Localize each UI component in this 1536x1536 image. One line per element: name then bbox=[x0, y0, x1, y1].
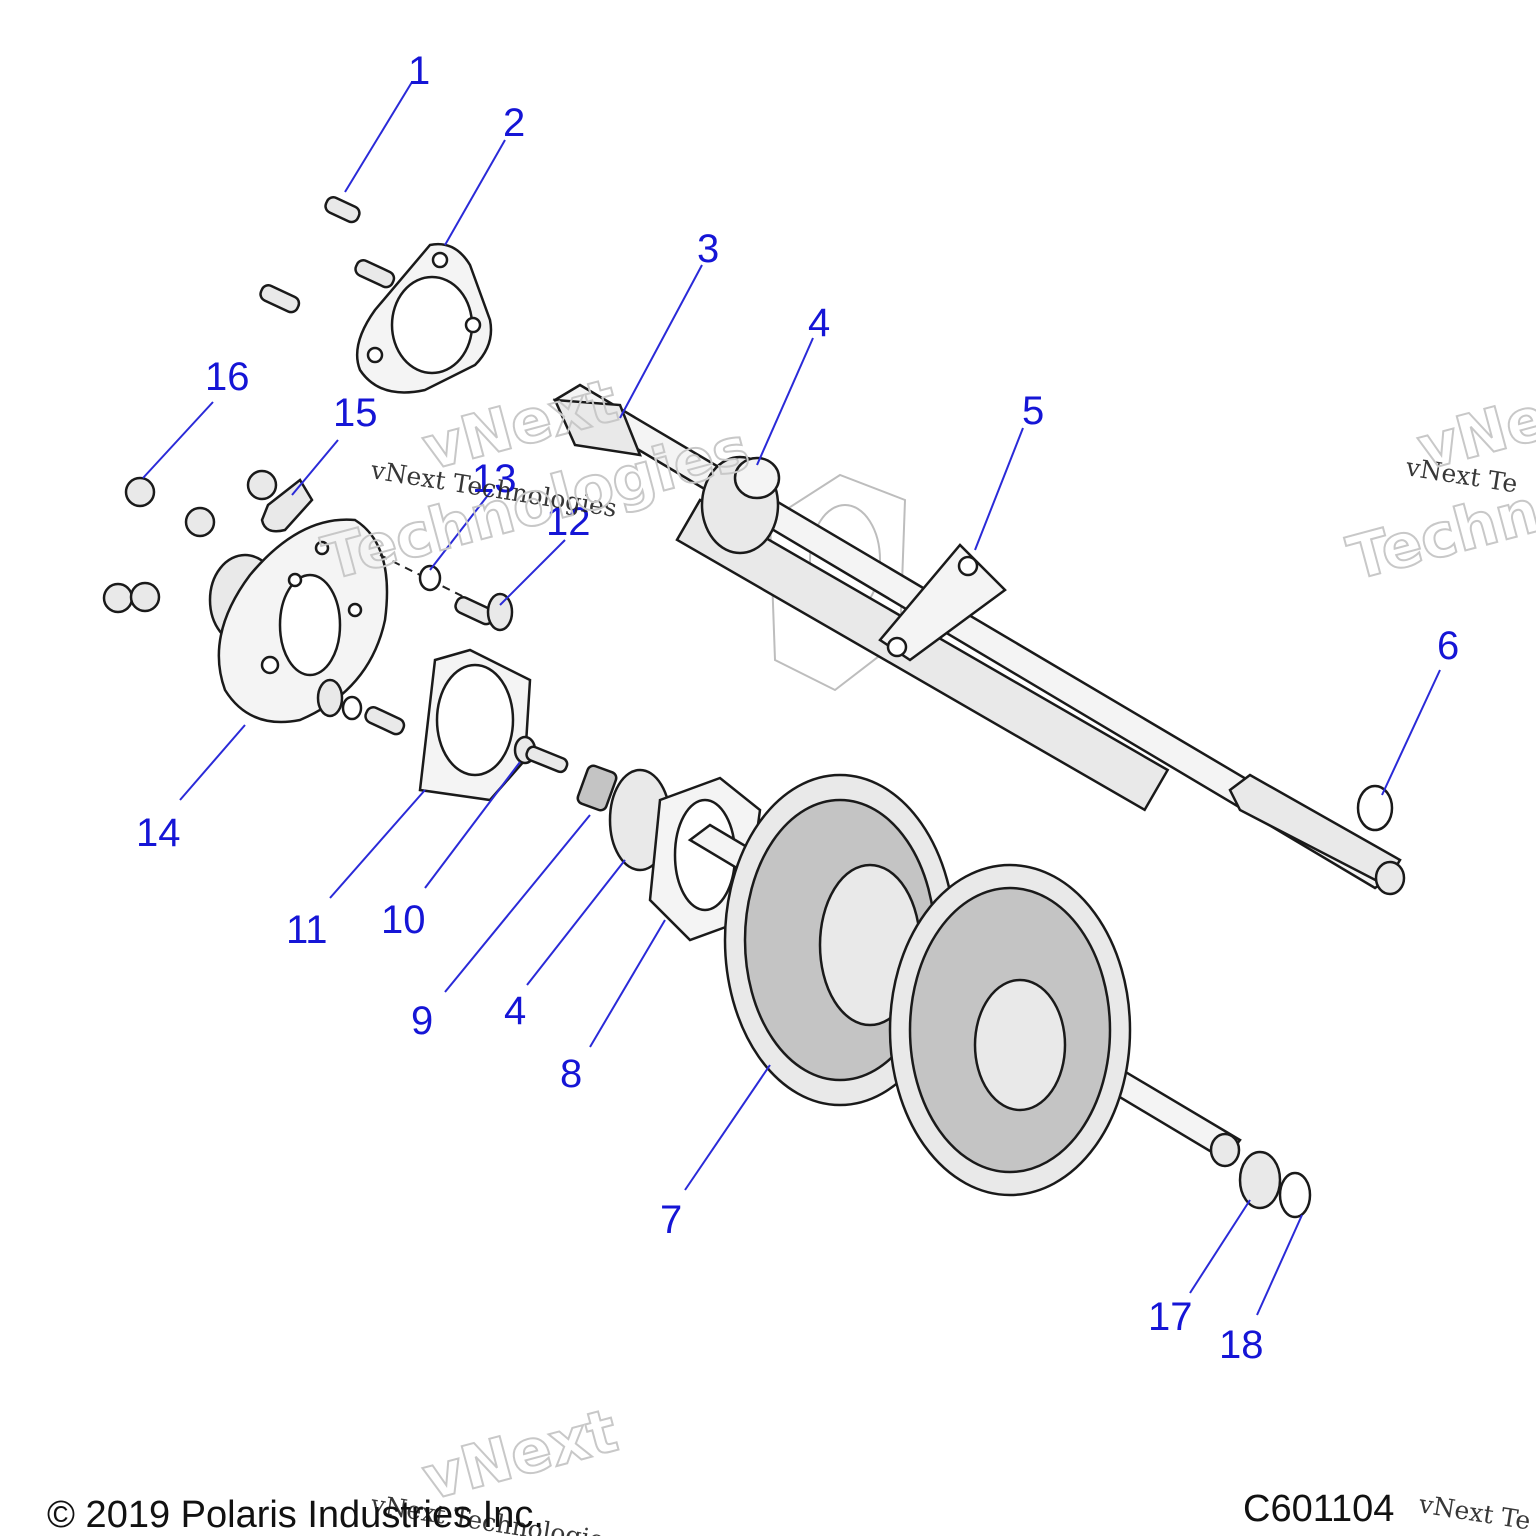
callout-17: 17 bbox=[1148, 1295, 1193, 1339]
callout-labels: 1 2 3 4 5 6 7 8 9 10 11 12 13 14 15 16 1… bbox=[136, 49, 1459, 1367]
callout-18: 18 bbox=[1219, 1323, 1264, 1367]
drive-sprocket-assembly-7 bbox=[687, 773, 1242, 1197]
bolt-12-washer-13 bbox=[379, 554, 514, 632]
callout-11: 11 bbox=[286, 908, 328, 952]
callout-7: 7 bbox=[660, 1198, 682, 1242]
callout-6: 6 bbox=[1437, 624, 1459, 668]
callout-1: 1 bbox=[408, 49, 430, 93]
watermark-text-bottom-right: vNext Te bbox=[1416, 1489, 1533, 1535]
leader-lines bbox=[142, 81, 1441, 1316]
callout-9: 9 bbox=[411, 999, 433, 1043]
hub-bolts bbox=[316, 678, 406, 736]
gasket-11 bbox=[418, 648, 532, 802]
upper-bearing bbox=[700, 455, 781, 555]
callout-13: 13 bbox=[472, 457, 517, 501]
callout-14: 14 bbox=[136, 811, 181, 855]
snap-ring-18 bbox=[1278, 1171, 1312, 1219]
callout-4-upper: 4 bbox=[808, 301, 830, 345]
diagram-code: C601104 bbox=[1243, 1488, 1394, 1530]
callout-3: 3 bbox=[697, 227, 719, 271]
drive-hub-14 bbox=[208, 518, 389, 724]
callout-4-lower: 4 bbox=[504, 989, 526, 1033]
callout-10: 10 bbox=[381, 898, 426, 942]
callout-2: 2 bbox=[503, 101, 525, 145]
callout-8: 8 bbox=[560, 1052, 582, 1096]
spline-gear-9 bbox=[576, 764, 618, 812]
bearing-flange-plate-2 bbox=[355, 242, 493, 394]
clip-15 bbox=[260, 478, 314, 533]
callout-5: 5 bbox=[1022, 389, 1044, 433]
bolts-1 bbox=[259, 196, 396, 314]
nuts-16 bbox=[102, 469, 278, 614]
callout-12: 12 bbox=[546, 500, 591, 544]
bolt-10 bbox=[513, 735, 569, 774]
callout-15: 15 bbox=[333, 391, 378, 435]
callout-16: 16 bbox=[205, 355, 250, 399]
copyright-text: © 2019 Polaris Industries Inc. bbox=[47, 1494, 544, 1536]
triangle-flange bbox=[878, 543, 1007, 662]
bearing-17 bbox=[1238, 1150, 1282, 1210]
snap-ring-6 bbox=[1356, 784, 1394, 832]
